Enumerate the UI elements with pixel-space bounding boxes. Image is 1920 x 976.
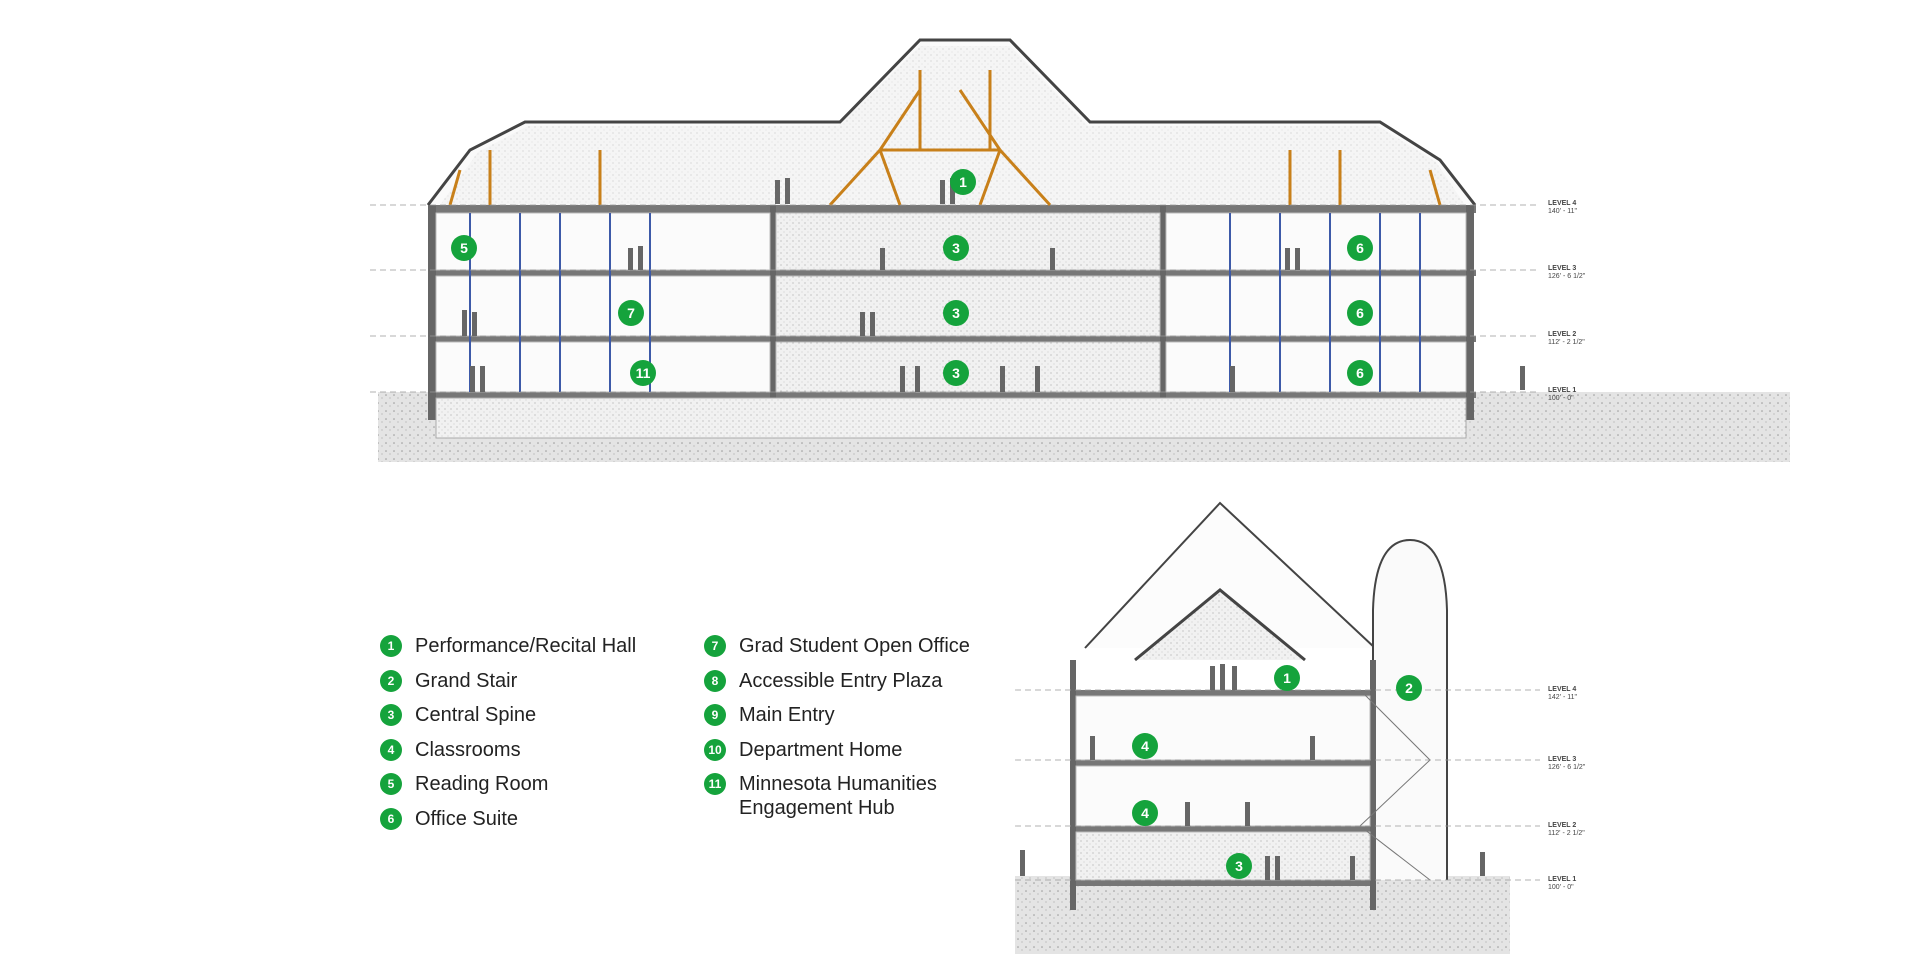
legend-item: 4 Classrooms	[380, 738, 710, 773]
legend-badge: 1	[380, 635, 402, 657]
callout-reading-room: 5	[451, 235, 477, 261]
legend-item: 1 Performance/Recital Hall	[380, 634, 710, 669]
legend-label: Grad Student Open Office	[739, 635, 970, 657]
legend-label: Department Home	[739, 738, 903, 761]
legend-badge: 2	[380, 669, 402, 692]
legend-column-1: 1 Performance/Recital Hall 2 Grand Stair 3…	[380, 634, 710, 841]
tower-cross	[1372, 538, 1448, 880]
callout-grad-student-office: 7	[618, 300, 644, 326]
floor-slab-1	[428, 392, 1476, 398]
legend-badge: 9	[704, 704, 726, 726]
legend-label: Office Suite	[415, 807, 519, 830]
floor-slab-2	[428, 336, 1476, 342]
legend-item: 2 Grand Stair	[380, 669, 710, 704]
legend-badge: 8	[704, 669, 726, 692]
cross-section	[1015, 501, 1540, 954]
callout-central-spine-l1: 3	[943, 360, 969, 386]
longitudinal-section	[370, 38, 1790, 462]
legend-label: Accessible Entry Plaza	[739, 669, 943, 692]
legend-item: 5 Reading Room	[380, 772, 710, 807]
callout-office-suite-l1: 6	[1347, 360, 1373, 386]
legend-item: 8 Accessible Entry Plaza	[704, 669, 1034, 704]
callout-office-suite-l2: 6	[1347, 300, 1373, 326]
legend-badge: 5	[380, 773, 402, 795]
legend-item: 9 Main Entry	[704, 703, 1034, 738]
callout-classrooms-l3: 4	[1132, 733, 1158, 759]
legend-item: 3 Central Spine	[380, 703, 710, 738]
legend-label: Grand Stair	[415, 669, 518, 692]
callout-central-spine-l3: 3	[943, 235, 969, 261]
legend-label: Performance/Recital Hall	[415, 635, 637, 657]
callout-central-spine-l2: 3	[943, 300, 969, 326]
callout-grand-stair: 2	[1396, 675, 1422, 701]
legend-label: Main Entry	[739, 704, 835, 726]
legend-badge: 7	[704, 635, 726, 657]
legend-label: Classrooms	[415, 738, 521, 761]
legend-column-2: 7 Grad Student Open Office 8 Accessible En…	[704, 634, 1034, 830]
legend-item: 10 Department Home	[704, 738, 1034, 773]
callout-office-suite-l3: 6	[1347, 235, 1373, 261]
floor-slab-3	[428, 270, 1476, 276]
legend-badge: 10	[704, 738, 726, 761]
legend-item: 6 Office Suite	[380, 807, 710, 842]
callout-central-spine-cross: 3	[1226, 853, 1252, 879]
legend-badge: 6	[380, 807, 402, 830]
legend-badge: 11	[704, 773, 726, 795]
legend-badge: 4	[380, 738, 402, 761]
legend-label: Minnesota Humanities Engagement Hub	[739, 773, 937, 819]
callout-performance-hall-cross: 1	[1274, 665, 1300, 691]
callout-humanities-hub: 11	[630, 360, 656, 386]
legend-item: 11 Minnesota Humanities Engagement Hub	[704, 772, 989, 830]
floor-slab-4	[428, 205, 1476, 213]
legend-badge: 3	[380, 704, 402, 726]
legend-item: 7 Grad Student Open Office	[704, 634, 1034, 669]
ground-cross	[1015, 876, 1510, 954]
callout-classrooms-l2: 4	[1132, 800, 1158, 826]
callout-performance-hall-long: 1	[950, 169, 976, 195]
roof-cross	[1084, 501, 1376, 649]
legend-label: Reading Room	[415, 773, 549, 795]
legend-label: Central Spine	[415, 704, 537, 726]
